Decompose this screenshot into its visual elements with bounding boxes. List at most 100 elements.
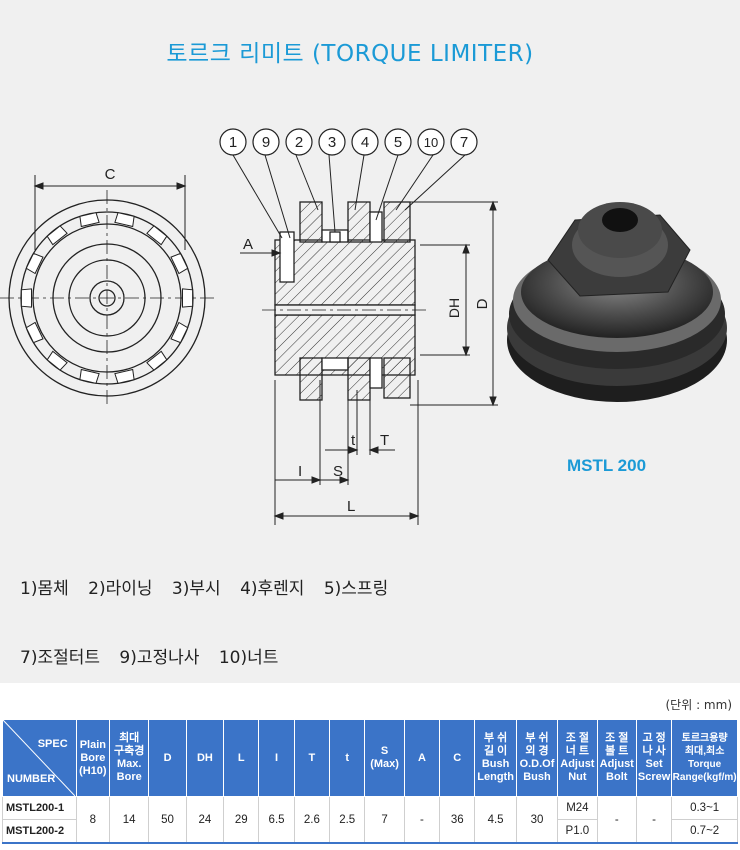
tooth — [25, 252, 44, 275]
product-photo — [507, 202, 727, 402]
header-line: 외 경 — [525, 745, 549, 757]
tooth — [79, 368, 100, 384]
legend-item: 10)너트 — [218, 648, 279, 668]
dim-label-s: S — [333, 463, 343, 480]
cell-adjust-nut: M24 — [557, 796, 598, 820]
legend-item: 2)라이닝 — [88, 579, 153, 599]
header-line: Bolt — [606, 771, 628, 783]
dim-label-c: C — [105, 166, 116, 183]
header-l: L — [223, 719, 260, 797]
header-line: 토르크용량 — [681, 733, 728, 744]
cell-value: - — [403, 796, 441, 844]
header-line: D — [163, 751, 172, 764]
spec-corner-header: SPEC NUMBER — [2, 719, 77, 797]
header-line: 부 쉬 — [525, 732, 549, 744]
callout-circle — [252, 128, 280, 156]
callout-leaders — [232, 154, 466, 239]
callout-circle — [318, 128, 346, 156]
dim-c — [33, 175, 187, 250]
table-row: MSTL200-1 8 14 50 24 29 6.5 2.6 2.5 7 - … — [2, 796, 738, 844]
tooth — [114, 212, 135, 228]
tooth — [170, 321, 189, 344]
header-line: 부 쉬 — [483, 732, 508, 744]
callout-label: 5 — [394, 134, 402, 151]
callout-label: 3 — [328, 134, 336, 151]
header-line: DH — [196, 751, 213, 764]
header-line: Torque — [688, 759, 722, 770]
tooth — [25, 321, 44, 344]
side-dims — [240, 200, 498, 525]
header-line: 최대 — [119, 732, 140, 744]
header-line: Bush — [481, 758, 510, 770]
callout-circle — [351, 128, 379, 156]
cell-value: 2.6 — [293, 796, 331, 844]
tooth — [20, 288, 32, 308]
cell-value: 29 — [223, 796, 260, 844]
header-line: Adjust — [599, 758, 634, 770]
tooth — [46, 225, 68, 246]
header-line: 최대,최소 — [684, 746, 725, 757]
legend-item: 9)고정나사 — [119, 648, 200, 668]
header-line: Adjust — [560, 758, 595, 770]
callout-label: 10 — [424, 135, 438, 150]
drawing-panel: 토르크 리미트 (TORQUE LIMITER) — [0, 0, 740, 683]
dim-label-l: L — [347, 498, 355, 515]
header-line: 길 이 — [483, 745, 508, 757]
cell-set-screw: - — [635, 796, 673, 844]
cell-torque-range: 0.7~2 — [671, 819, 738, 844]
header-line: Plain — [79, 738, 106, 751]
table-row: MSTL200-2 P1.0 0.7~2 — [2, 819, 738, 844]
header-line: Set — [645, 758, 663, 770]
callout-label: 1 — [229, 134, 237, 151]
header-line: 구축경 — [114, 745, 145, 757]
cell-value: 24 — [185, 796, 225, 844]
legend-item: 7)조절터트 — [20, 648, 101, 668]
callout-label: 2 — [295, 134, 303, 151]
cell-value: 14 — [108, 796, 150, 844]
dim-label-a: A — [243, 236, 253, 253]
tooth — [114, 368, 135, 384]
header-line: (H10) — [79, 764, 107, 777]
header-s-max: S(Max) — [364, 719, 405, 797]
callout-circle — [384, 128, 412, 156]
product-name: MSTL 200 — [567, 456, 647, 475]
legend-item: 5)스프링 — [323, 579, 389, 599]
corner-diagonal — [3, 720, 75, 796]
header-line: 조 절 — [605, 732, 629, 744]
cell-value: 36 — [439, 796, 476, 844]
corner-number-label: NUMBER — [7, 773, 56, 785]
header-line: 볼 트 — [605, 745, 629, 757]
callout-label: 9 — [262, 134, 270, 151]
header-dh: DH — [185, 719, 225, 797]
tooth — [79, 212, 100, 228]
header-line: (Max) — [370, 758, 399, 770]
header-line: C — [453, 751, 462, 764]
model-number: MSTL200-2 — [2, 819, 77, 844]
tooth — [46, 350, 68, 371]
header-a: A — [403, 719, 441, 797]
cell-value: 8 — [75, 796, 111, 844]
callout-circle — [219, 128, 247, 156]
cell-value: 2.5 — [329, 796, 366, 844]
dim-label-t-small: t — [351, 432, 356, 449]
header-line: Bush — [523, 771, 551, 783]
header-line: A — [417, 751, 426, 764]
header-d: D — [148, 719, 187, 797]
legend-line-1: 1)몸체 2)라이닝 3)부시 4)후렌지 5)스프링 — [20, 574, 402, 599]
callout-label: 4 — [361, 134, 369, 151]
callout-circle — [285, 128, 313, 156]
cell-value: 50 — [148, 796, 187, 844]
legend-item: 4)후렌지 — [240, 579, 305, 599]
header-line: Screw — [637, 771, 671, 783]
tooth — [146, 350, 168, 371]
header-line: S — [380, 745, 389, 757]
